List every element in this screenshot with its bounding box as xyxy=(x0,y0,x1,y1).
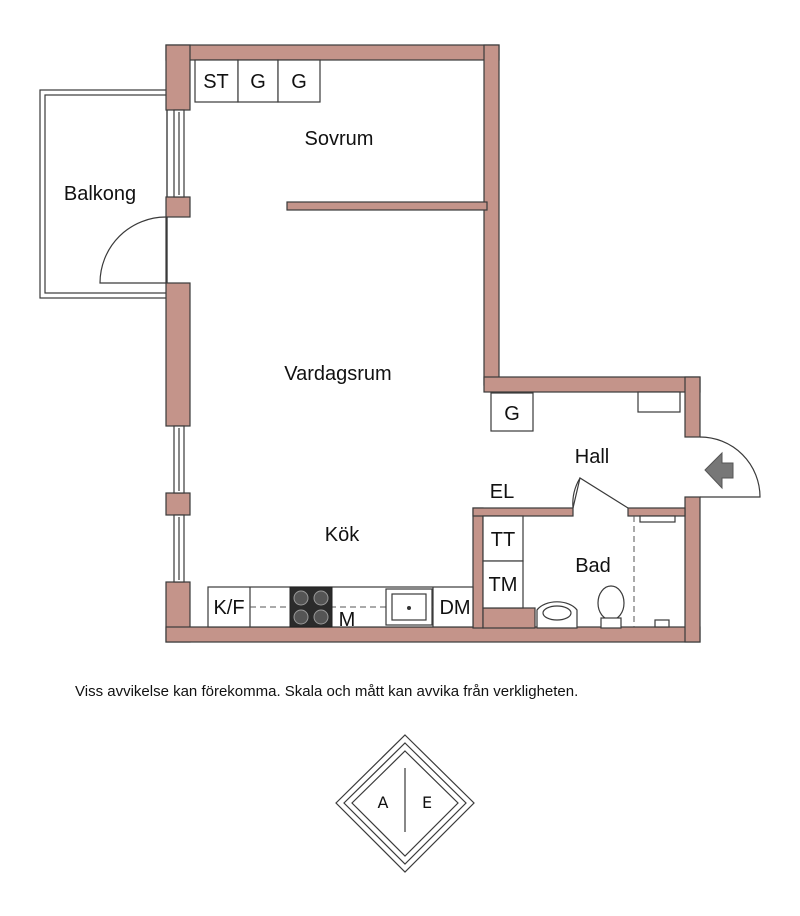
bathroom-fixtures xyxy=(482,515,676,629)
compass-letter-a: A xyxy=(378,793,389,812)
kitchen-counter xyxy=(207,586,474,628)
hall-shelf xyxy=(637,391,681,413)
label-g-hall: G xyxy=(504,403,520,425)
exterior-walls xyxy=(165,44,701,643)
windows xyxy=(173,109,185,583)
label-tt: TT xyxy=(491,529,515,551)
compass-letter-e: E xyxy=(422,793,432,812)
room-label-bad: Bad xyxy=(575,555,611,577)
balcony xyxy=(39,89,168,299)
label-dm: DM xyxy=(439,597,470,619)
label-kf: K/F xyxy=(213,597,244,619)
label-el: EL xyxy=(490,481,514,503)
label-g-2: G xyxy=(291,71,307,93)
room-label-hall: Hall xyxy=(575,446,609,468)
label-g-1: G xyxy=(250,71,266,93)
compass-logo: A E xyxy=(335,734,475,873)
doors xyxy=(99,216,761,509)
room-label-balkong: Balkong xyxy=(64,183,136,205)
label-st: ST xyxy=(203,71,229,93)
label-tm: TM xyxy=(489,574,518,596)
room-label-sovrum: Sovrum xyxy=(305,128,374,150)
wardrobe-hall xyxy=(490,392,534,432)
disclaimer-text: Viss avvikelse kan förekomma. Skala och … xyxy=(75,683,578,700)
room-label-kok: Kök xyxy=(325,524,360,546)
entrance-arrow-icon xyxy=(704,451,734,490)
room-label-vardagsrum: Vardagsrum xyxy=(284,363,391,385)
label-m: M xyxy=(339,609,356,631)
wardrobes-sovrum xyxy=(194,59,321,103)
